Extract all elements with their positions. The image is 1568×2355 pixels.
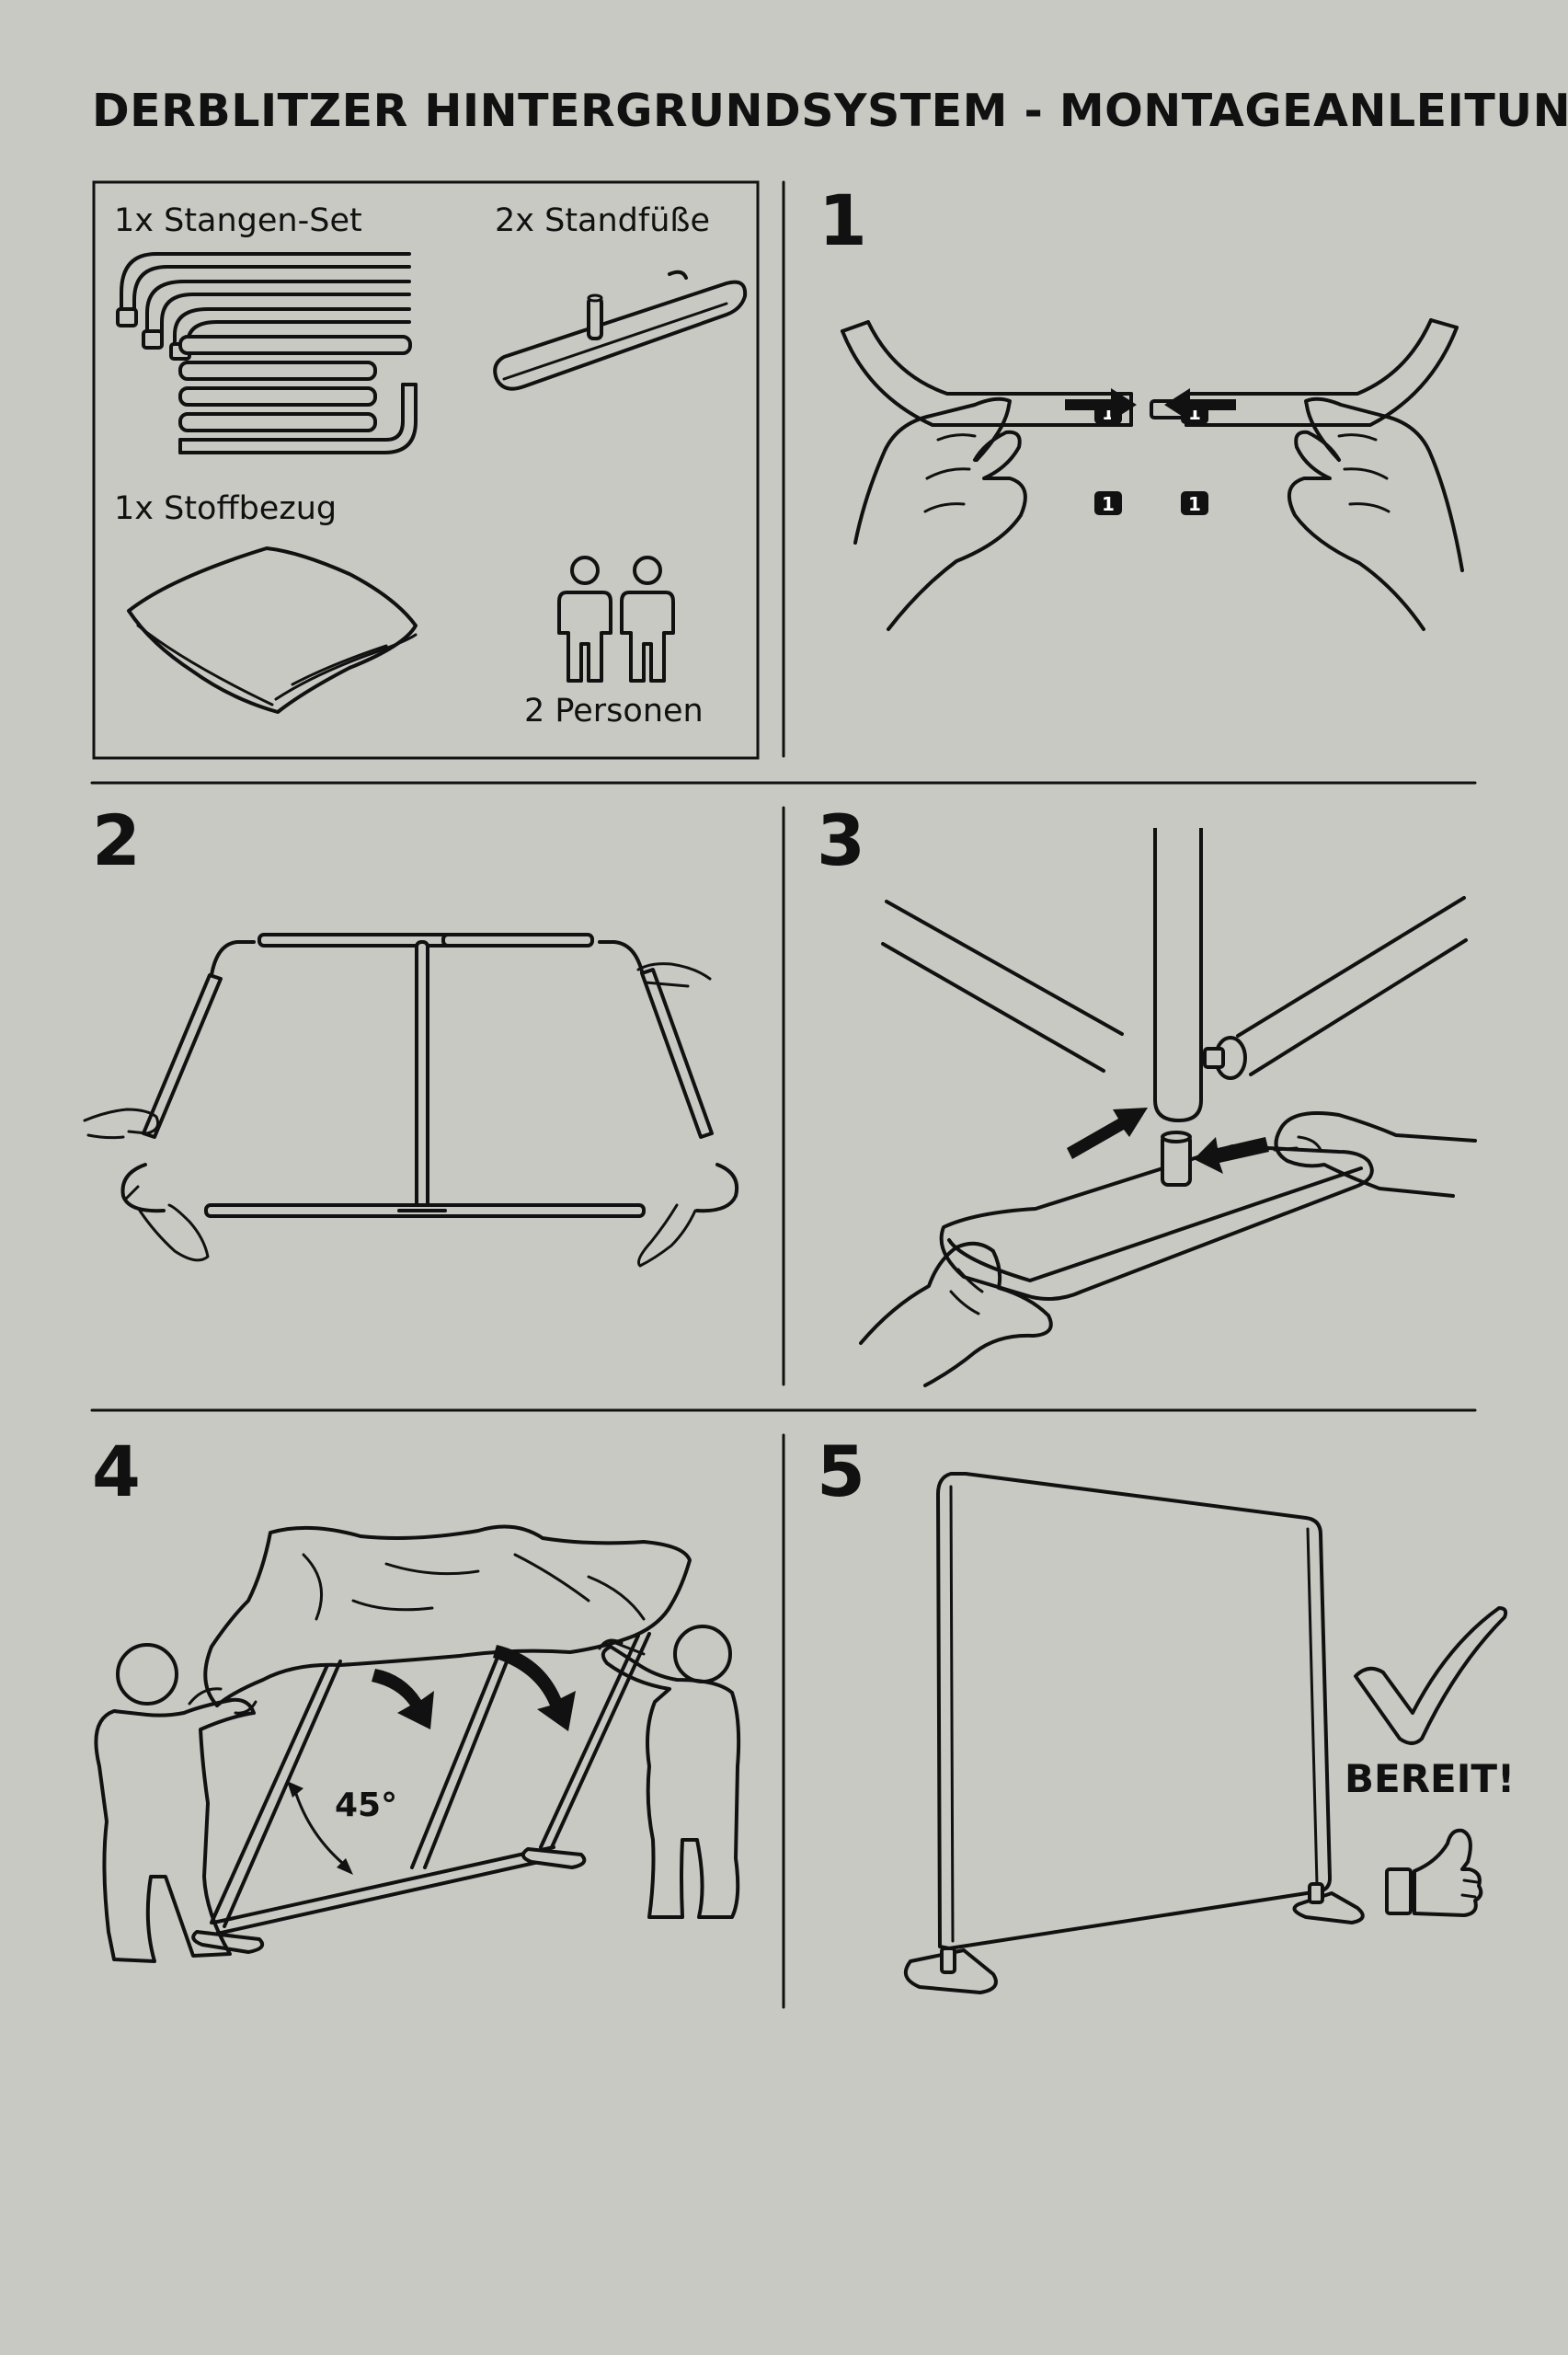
stand-foot-drawing (493, 270, 748, 391)
step-5: 5 BEREIT! (817, 1430, 1515, 1994)
step-4-number: 4 (92, 1430, 141, 1512)
pole-set-drawing (116, 252, 418, 454)
arrow-right-icon (1065, 388, 1137, 421)
step-1-number: 1 (818, 179, 867, 261)
parts-box: 1x Stangen-Set 2x Standfüße 1x Stoffbezu… (92, 180, 760, 760)
two-persons-icon (557, 556, 675, 683)
page-title: DERBLITZER HINTERGRUNDSYSTEM - MONTAGEAN… (92, 85, 1568, 137)
arrow-left-icon (1194, 1137, 1269, 1174)
step-3-drawing (859, 828, 1477, 1387)
parts-poles-label: 1x Stangen-Set (114, 202, 362, 239)
step-5-number: 5 (817, 1430, 865, 1512)
parts-cover-label: 1x Stoffbezug (114, 490, 337, 527)
angle-label: 45° (335, 1786, 397, 1824)
checkmark-icon (1354, 1606, 1508, 1745)
arrow-up-right-icon (1067, 1108, 1148, 1159)
parts-feet-label: 2x Standfüße (495, 202, 710, 239)
step-3: 3 (817, 799, 1477, 1387)
fabric-cover-drawing (127, 546, 418, 714)
parts-people-label: 2 Personen (524, 693, 704, 729)
step-4: 4 45° (92, 1430, 741, 1963)
step-4-drawing: 45° (94, 1524, 741, 1963)
arrow-curve-down-icon (493, 1645, 576, 1731)
step-5-drawing: BEREIT! (903, 1472, 1515, 1994)
grid-lines (90, 180, 1477, 2009)
step-1: 1 1 1 1 1 (818, 179, 1464, 631)
step-1-tag-bottom-left: 1 (1102, 493, 1115, 515)
step-1-tag-bottom-right: 1 (1188, 493, 1201, 515)
step-2-frame-drawing (83, 933, 738, 1268)
arrow-curve-down-icon (372, 1669, 434, 1729)
thumbs-up-icon (1385, 1828, 1483, 1917)
step-2-number: 2 (92, 799, 141, 881)
arrow-left-icon (1164, 388, 1236, 421)
ready-label: BEREIT! (1345, 1756, 1515, 1801)
step-3-number: 3 (817, 799, 865, 881)
step-2: 2 (83, 799, 738, 1268)
step-1-drawing: 1 1 1 1 (841, 318, 1464, 631)
